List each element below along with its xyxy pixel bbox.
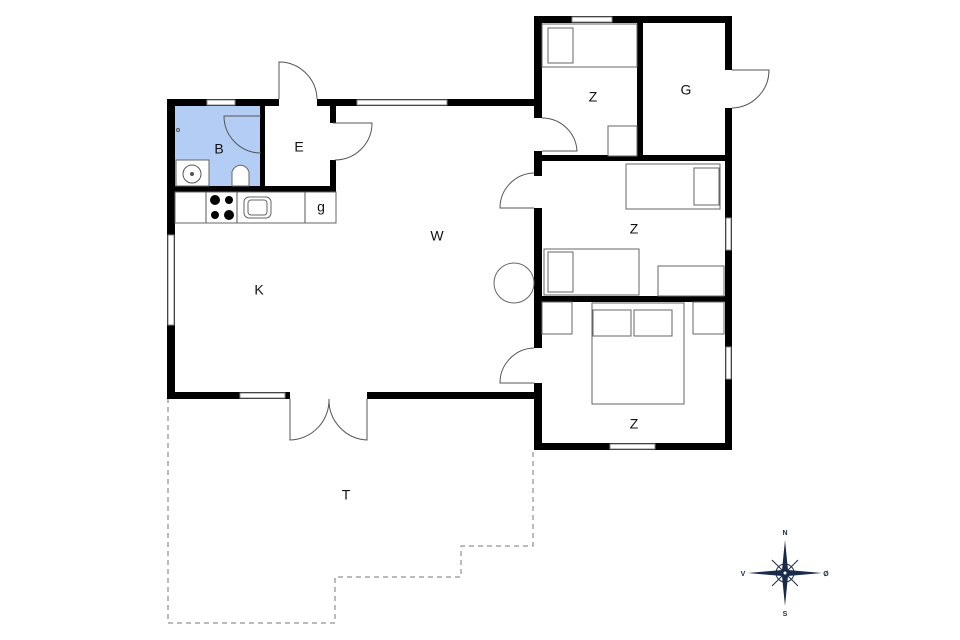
compass-north: N — [782, 530, 787, 537]
room-label-living: W — [430, 228, 444, 244]
doors — [223, 61, 770, 441]
terrace-outline — [167, 398, 534, 624]
room-labels: B E g W K Z G Z Z T — [214, 82, 691, 503]
compass-rose-icon: N S V Ø — [741, 530, 830, 618]
compass-east: Ø — [823, 571, 829, 578]
room-label-bedroom-2: Z — [630, 221, 639, 237]
furniture — [174, 23, 725, 405]
room-label-bedroom-3: Z — [630, 416, 639, 432]
room-label-bathroom: B — [214, 141, 223, 157]
room-label-entrance: E — [294, 139, 303, 155]
room-label-storage: G — [681, 82, 692, 98]
room-label-bedroom-1: Z — [589, 89, 598, 105]
compass-south: S — [783, 611, 788, 618]
room-label-kitchen: K — [254, 282, 264, 298]
windows — [167, 16, 732, 450]
room-label-cabinet: g — [317, 199, 325, 215]
room-label-terrace: T — [342, 487, 351, 503]
compass-west: V — [741, 571, 746, 578]
